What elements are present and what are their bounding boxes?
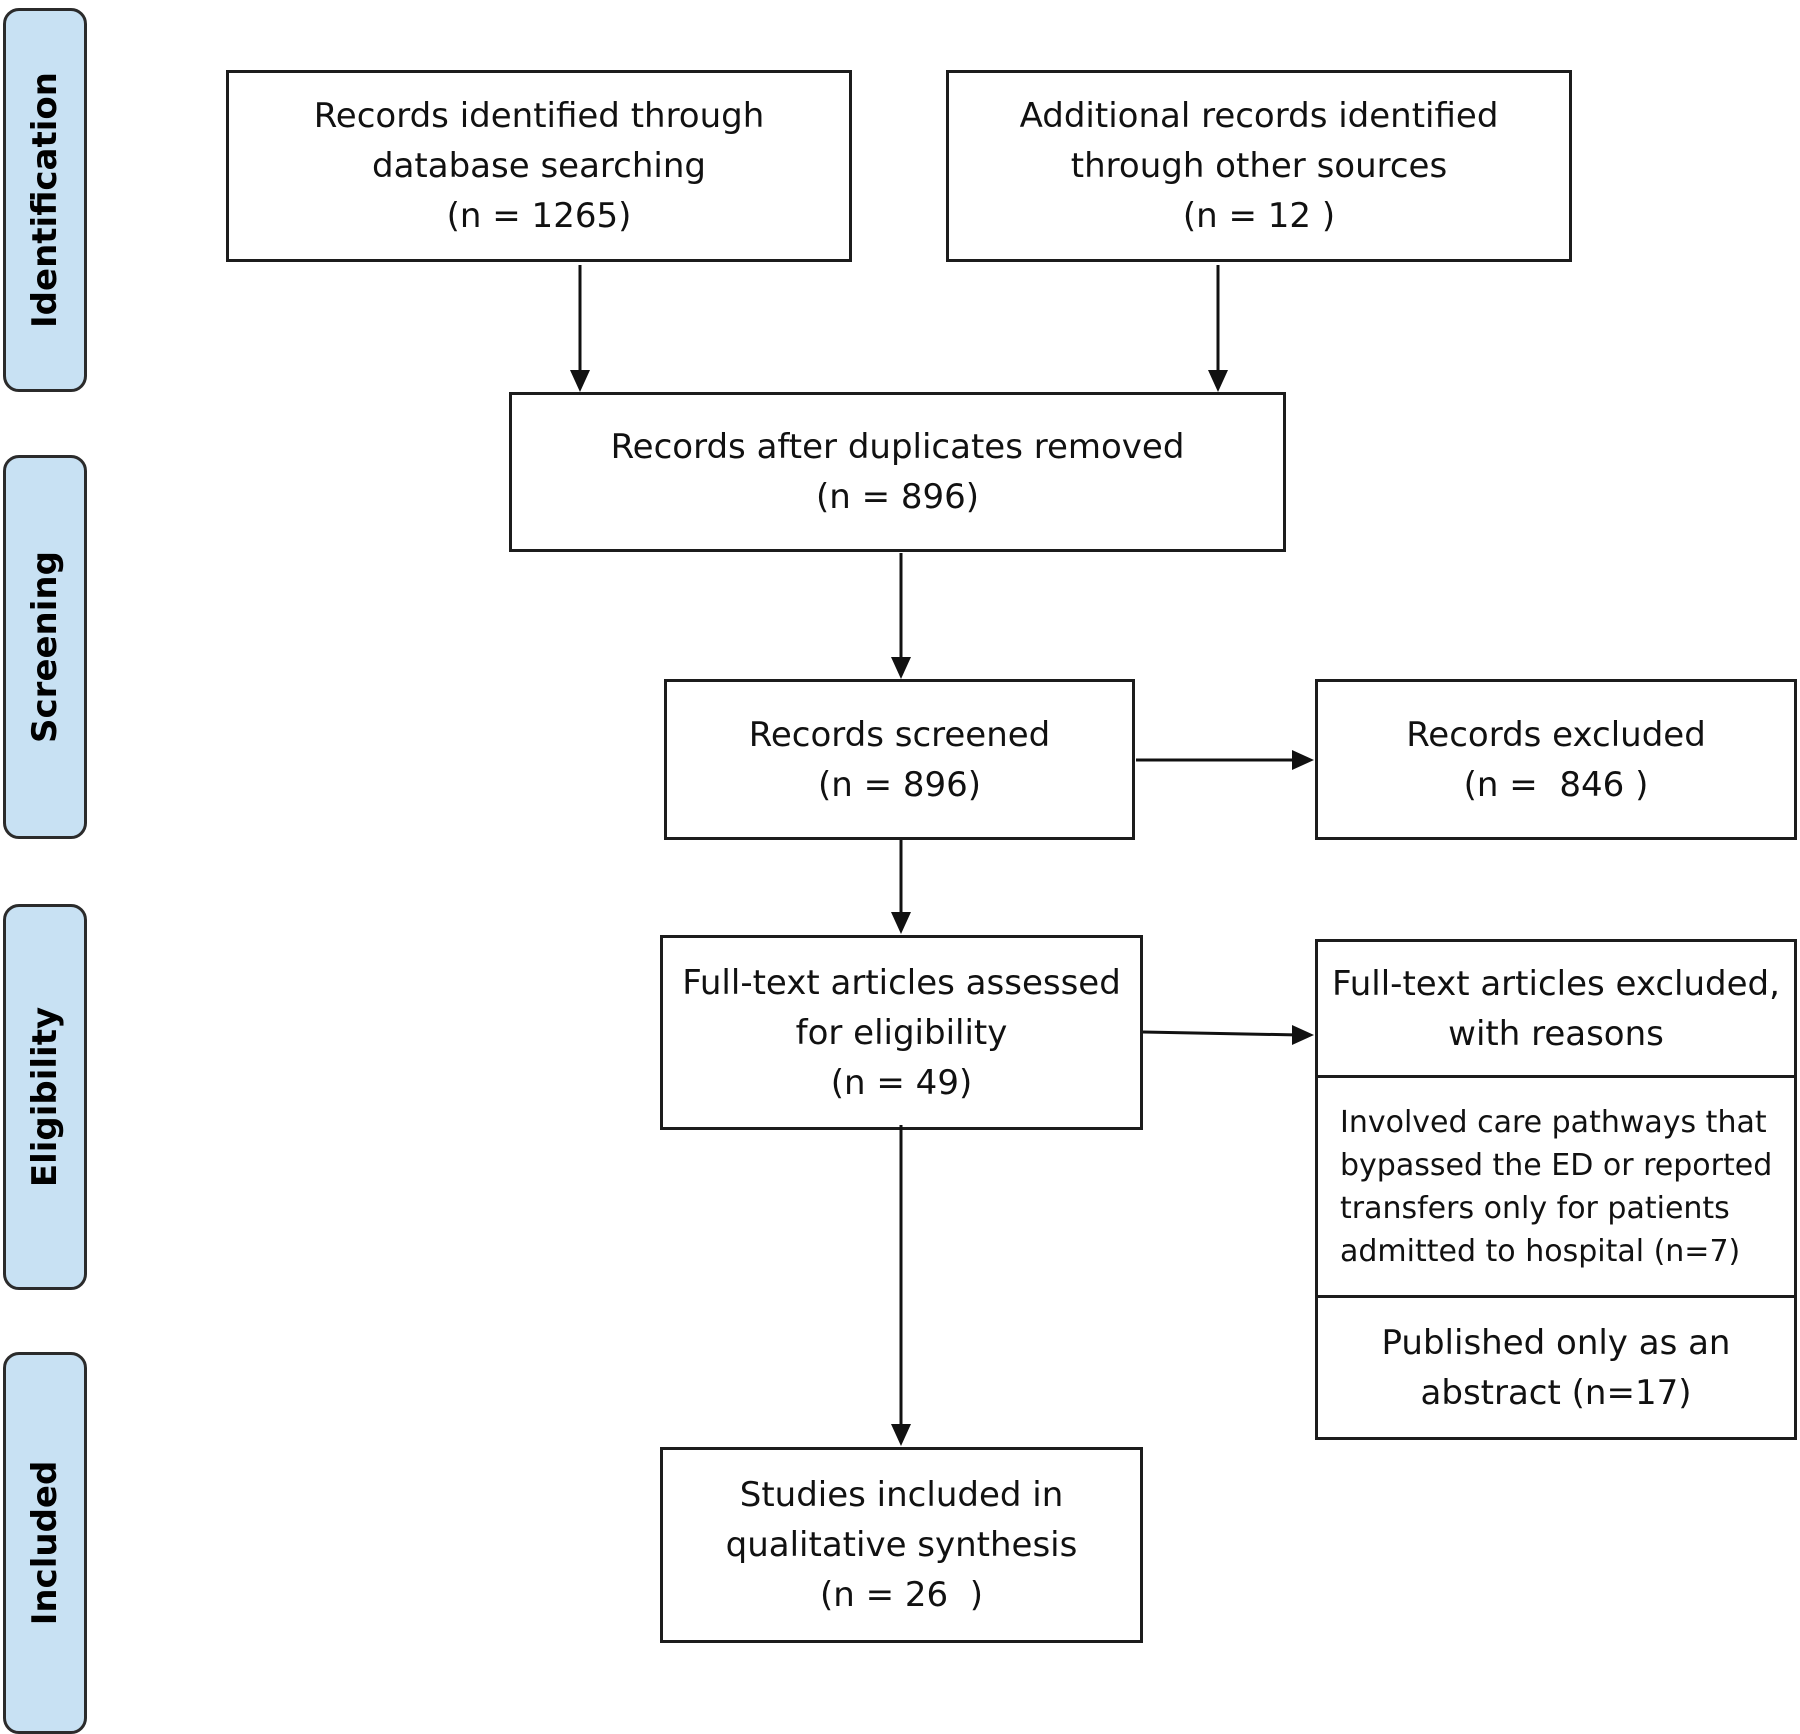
box-text: (n = 1265) — [446, 196, 632, 236]
box-text: Records excluded — [1406, 714, 1706, 755]
phase-included: Included — [3, 1352, 87, 1734]
box-text: with reasons — [1448, 1013, 1664, 1054]
box-text: Published only as an — [1381, 1322, 1731, 1363]
box-text: Records after duplicates removed — [610, 427, 1185, 467]
arrowhead — [891, 1424, 911, 1446]
records-screened-box: Records screened (n = 896) — [664, 679, 1135, 840]
full-text-assessed-box: Full-text articles assessed for eligibil… — [660, 935, 1143, 1130]
database-records-box: Records identified through database sear… — [226, 70, 852, 262]
box-text: (n = 26 ) — [819, 1575, 984, 1615]
arrowhead — [891, 657, 911, 679]
box-text: Records screened — [748, 714, 1051, 755]
studies-included-box: Studies included in qualitative synthesi… — [660, 1447, 1143, 1643]
phase-eligibility: Eligibility — [3, 904, 87, 1290]
box-text: Full-text articles excluded, — [1332, 963, 1780, 1004]
exclusion-reason-1: Involved care pathways that bypassed the… — [1318, 1078, 1794, 1295]
other-sources-box: Additional records identified through ot… — [946, 70, 1572, 262]
box-text: (n = 49) — [830, 1062, 973, 1103]
arrow-fulltext-to-excluded — [1142, 1030, 1301, 1037]
full-text-excluded-box: Full-text articles excluded, with reason… — [1315, 939, 1797, 1440]
arrowhead — [1208, 370, 1228, 392]
box-text: transfers only for patients — [1340, 1190, 1730, 1226]
box-text: database searching — [372, 146, 706, 186]
box-text: qualitative synthesis — [725, 1525, 1078, 1565]
phase-identification: Identification — [3, 8, 87, 392]
box-text: Involved care pathways that — [1340, 1104, 1767, 1140]
box-text: admitted to hospital (n=7) — [1340, 1233, 1741, 1269]
arrowhead — [1292, 1025, 1314, 1045]
arrowhead — [1292, 750, 1314, 770]
exclusion-reason-2: Published only as an abstract (n=17) — [1318, 1298, 1794, 1437]
box-text: abstract (n=17) — [1420, 1372, 1692, 1413]
divider — [1318, 1295, 1794, 1298]
box-text: for eligibility — [795, 1012, 1008, 1053]
box-text: Records identified through — [313, 96, 765, 136]
box-text: Additional records identified — [1019, 96, 1499, 136]
records-excluded-box: Records excluded (n = 846 ) — [1315, 679, 1797, 840]
arrowhead — [570, 370, 590, 392]
box-text: Full-text articles assessed — [682, 962, 1121, 1003]
exclusion-header: Full-text articles excluded, with reason… — [1318, 942, 1794, 1075]
after-duplicates-box: Records after duplicates removed (n = 89… — [509, 392, 1286, 552]
box-text: (n = 896) — [817, 764, 982, 805]
box-text: (n = 896) — [815, 477, 980, 517]
box-text: (n = 12 ) — [1182, 196, 1336, 236]
divider — [1318, 1075, 1794, 1078]
arrowhead — [891, 912, 911, 934]
box-text: Studies included in — [739, 1475, 1064, 1515]
phase-screening: Screening — [3, 455, 87, 839]
box-text: (n = 846 ) — [1463, 764, 1649, 805]
box-text: bypassed the ED or reported — [1340, 1147, 1773, 1183]
box-text: through other sources — [1070, 146, 1448, 186]
